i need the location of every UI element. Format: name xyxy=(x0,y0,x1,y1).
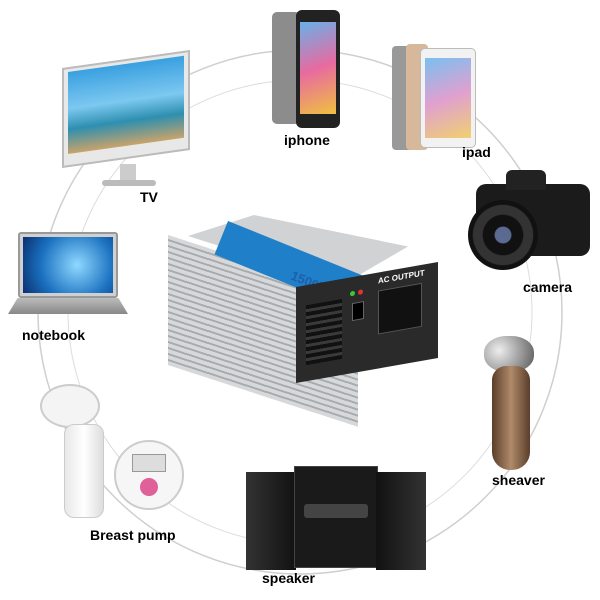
iphone-image xyxy=(272,10,342,128)
speaker-image xyxy=(246,466,426,572)
power-inverter: 1500W AC OUTPUT xyxy=(168,215,440,427)
shaver-image xyxy=(478,336,542,470)
camera-image xyxy=(466,170,592,270)
label-tv: TV xyxy=(140,189,158,205)
label-iphone: iphone xyxy=(284,132,330,148)
notebook-image xyxy=(8,232,128,322)
label-breast-pump: Breast pump xyxy=(90,527,176,543)
tv-image xyxy=(62,50,192,192)
label-speaker: speaker xyxy=(262,570,315,586)
label-ipad: ipad xyxy=(462,144,491,160)
ipad-image xyxy=(392,44,476,152)
label-notebook: notebook xyxy=(22,327,85,343)
breast-pump-image xyxy=(40,384,240,524)
label-camera: camera xyxy=(523,279,573,295)
label-shaver: sheaver xyxy=(492,472,545,488)
